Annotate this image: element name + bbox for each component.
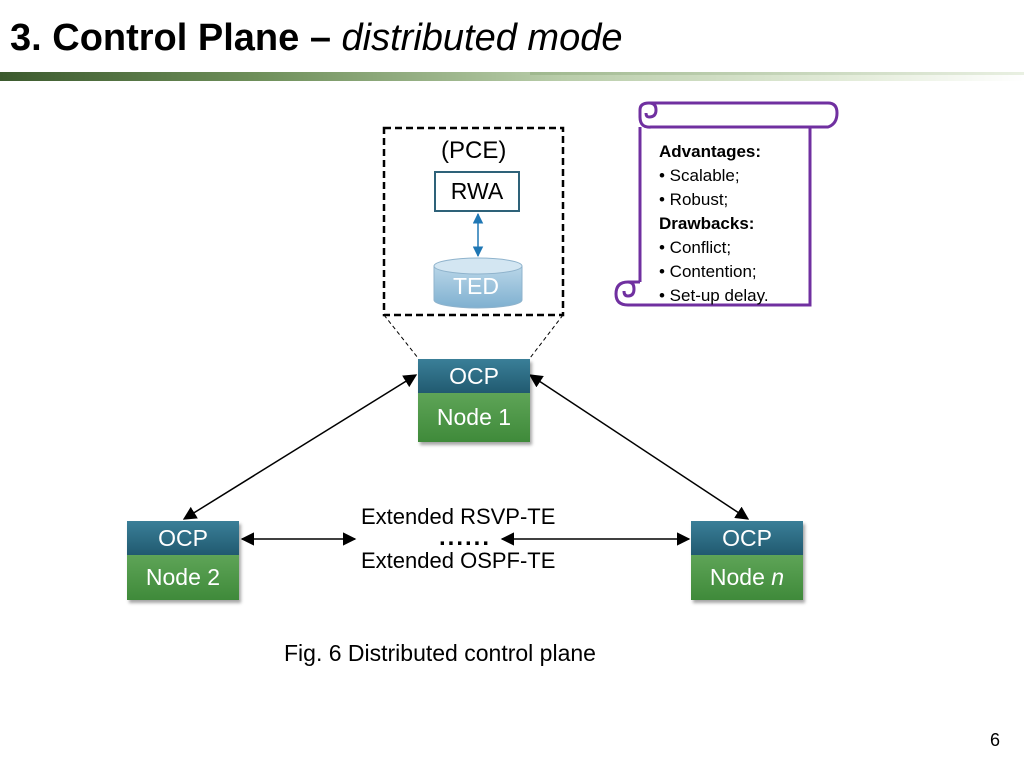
page-number: 6 <box>990 730 1001 750</box>
rwa-box: RWA <box>434 171 520 212</box>
rwa-label: RWA <box>450 178 504 204</box>
ellipsis-dots: ...... <box>439 524 492 551</box>
pce-zoom-line-right <box>529 314 564 359</box>
node-2-ocp: OCP <box>127 521 239 555</box>
node-n: OCP Node n <box>691 521 803 600</box>
scroll-content: Advantages: • Scalable; • Robust; Drawba… <box>659 140 769 308</box>
node-n-name-prefix: Node <box>709 564 772 590</box>
protocol-ospf-label: Extended OSPF-TE <box>361 548 556 573</box>
link-node1-noden <box>528 374 750 520</box>
link-node1-node2 <box>182 374 418 520</box>
ted-label: TED <box>453 273 499 299</box>
pce-zoom-line-left <box>383 314 419 359</box>
drawback-item: • Conflict; <box>659 238 732 257</box>
pce-dashed-box <box>382 126 565 317</box>
node-2-name: Node 2 <box>127 555 239 600</box>
slide-title-italic: distributed mode <box>341 17 623 59</box>
advantage-item: • Scalable; <box>659 166 740 185</box>
node-2: OCP Node 2 <box>127 521 239 600</box>
node-1: OCP Node 1 <box>418 359 530 442</box>
drawbacks-heading: Drawbacks: <box>659 214 755 233</box>
node-1-ocp: OCP <box>418 359 530 393</box>
advantage-item: • Robust; <box>659 190 729 209</box>
slide-title: 3. Control Plane – distributed mode <box>10 14 622 62</box>
title-underline-thin <box>530 72 1024 75</box>
drawback-item: • Set-up delay. <box>659 286 769 305</box>
node-n-name: Node n <box>691 555 803 600</box>
scroll-shape <box>614 101 839 307</box>
drawback-item: • Contention; <box>659 262 757 281</box>
advantages-heading: Advantages: <box>659 142 762 161</box>
ted-database-icon <box>433 257 523 309</box>
node-n-name-italic: n <box>771 564 785 590</box>
slide-title-main: 3. Control Plane – <box>10 17 342 59</box>
node-n-ocp: OCP <box>691 521 803 555</box>
node-1-name: Node 1 <box>418 393 530 442</box>
title-underline-bar <box>0 72 1024 81</box>
pce-label: (PCE) <box>441 137 507 164</box>
protocol-rsvp-label: Extended RSVP-TE <box>361 504 556 529</box>
figure-caption: Fig. 6 Distributed control plane <box>284 640 596 666</box>
